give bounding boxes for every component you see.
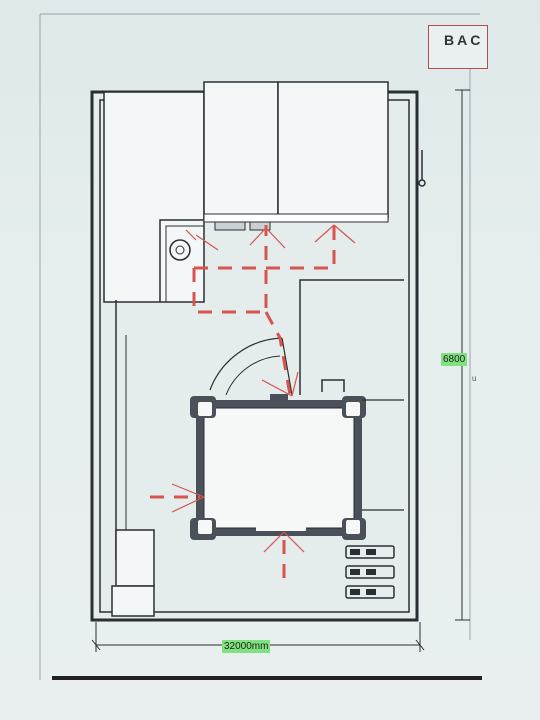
left-storage-block bbox=[103, 91, 205, 303]
height-dimension-label: 6800 bbox=[441, 353, 468, 366]
corner-counter-inner bbox=[165, 225, 204, 302]
dimension-slash-right bbox=[415, 639, 425, 651]
dimension-slash-left bbox=[91, 639, 101, 651]
arrow-7 bbox=[261, 379, 293, 397]
door-swing-arc bbox=[209, 337, 283, 391]
arrow-11 bbox=[263, 531, 285, 553]
bracket-inset-tl bbox=[198, 402, 212, 416]
dashed-route-left bbox=[192, 225, 268, 314]
arrow-8 bbox=[291, 371, 299, 397]
bracket-inset-bl bbox=[198, 520, 212, 534]
fan-icon bbox=[169, 239, 191, 261]
arrow-2 bbox=[185, 229, 197, 241]
dashed-route-top bbox=[194, 225, 336, 270]
arrow-3 bbox=[249, 227, 267, 246]
switch-2-knob-2 bbox=[366, 569, 376, 575]
bracket-inset-br bbox=[346, 520, 360, 534]
arrow-10 bbox=[171, 496, 205, 513]
right-partition bbox=[299, 279, 404, 395]
corner-counter-edge bbox=[159, 219, 204, 302]
top-cabinet-right bbox=[277, 81, 389, 219]
locker-box bbox=[115, 529, 155, 587]
cut-off-text: u bbox=[472, 374, 477, 383]
switch-3-knob bbox=[350, 589, 360, 595]
switch-1-knob bbox=[350, 549, 360, 555]
top-cabinet-left bbox=[203, 81, 279, 219]
door-leaf bbox=[281, 337, 293, 396]
bottom-border-bar bbox=[52, 676, 482, 680]
bracket-inset-tr bbox=[346, 402, 360, 416]
arrow-4 bbox=[265, 227, 286, 249]
arrow-9 bbox=[171, 483, 205, 498]
top-connector bbox=[270, 394, 288, 402]
arrow-1 bbox=[195, 234, 219, 251]
dashed-route-door bbox=[264, 311, 292, 396]
locker-base bbox=[111, 585, 155, 617]
switch-2-knob bbox=[350, 569, 360, 575]
title-text: BAC bbox=[444, 32, 484, 48]
hook-icon bbox=[418, 179, 426, 187]
arrow-5 bbox=[314, 224, 335, 243]
title-box: BAC bbox=[428, 25, 488, 69]
cabinet-base-strip bbox=[203, 213, 389, 223]
switch-3-knob-2 bbox=[366, 589, 376, 595]
bottom-slot bbox=[256, 527, 306, 531]
width-dimension-label: 32000mm bbox=[222, 640, 271, 653]
door-swing-arc-inner bbox=[225, 355, 281, 396]
valve-bank bbox=[214, 221, 246, 231]
fan-hub-icon bbox=[175, 245, 185, 255]
airflow-arrows bbox=[171, 224, 356, 553]
dashed-route bbox=[150, 225, 336, 580]
main-unit-top bbox=[203, 407, 355, 529]
switch-1-knob-2 bbox=[366, 549, 376, 555]
arrow-12 bbox=[283, 531, 305, 553]
top-handle bbox=[321, 379, 345, 392]
valve-bank-2 bbox=[249, 221, 271, 231]
arrow-6 bbox=[333, 224, 356, 244]
